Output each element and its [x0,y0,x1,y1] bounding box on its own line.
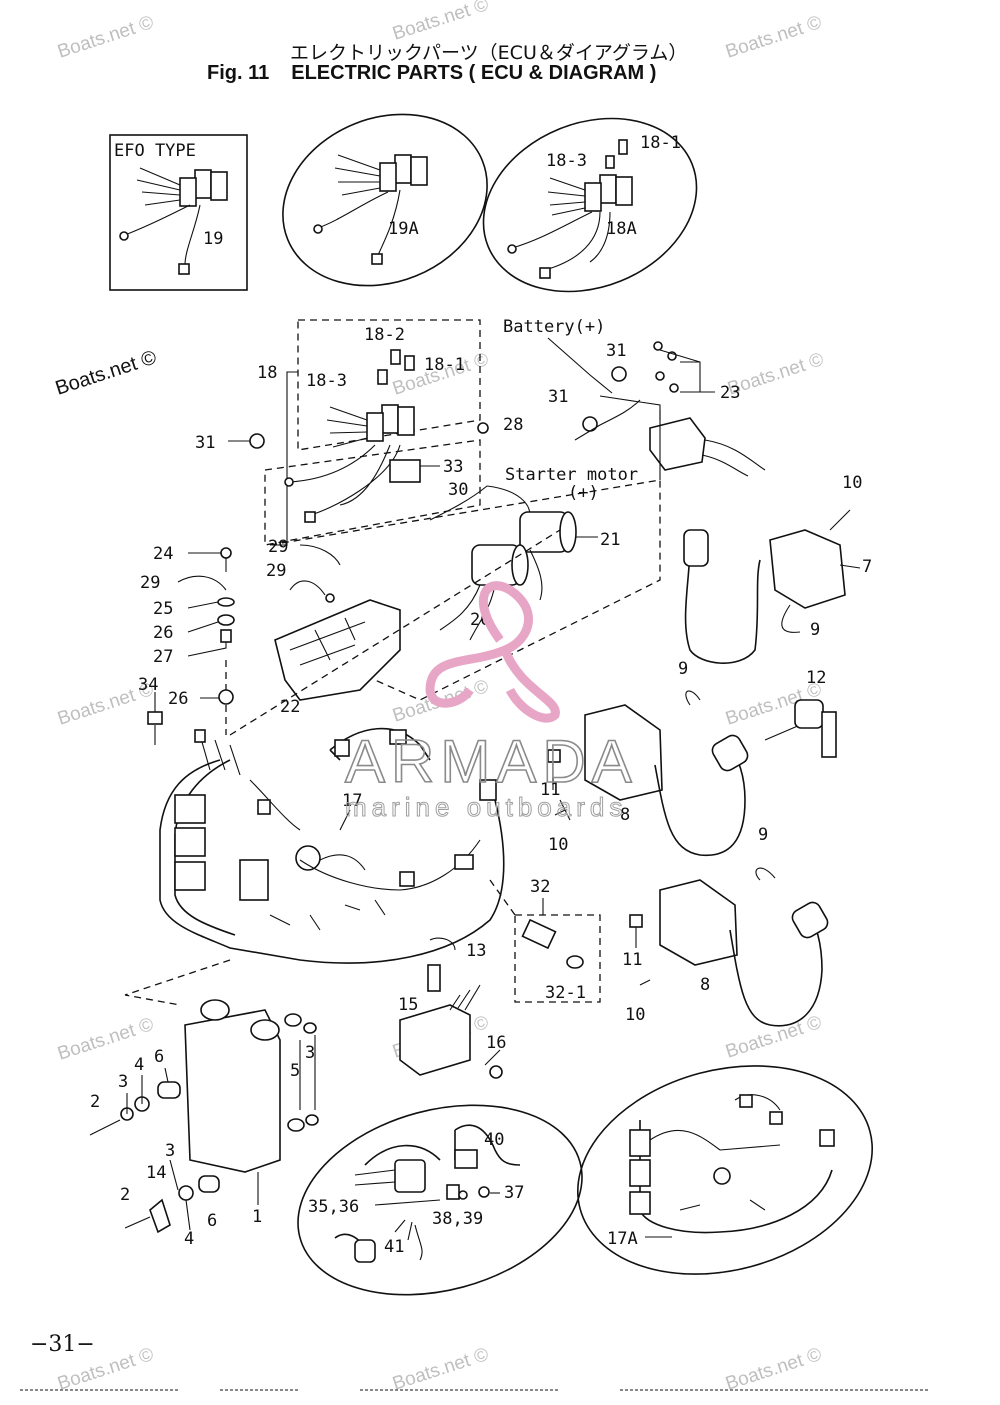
callout-label: 11 [540,780,560,800]
callout-label: 40 [484,1130,504,1150]
callout-label: 10 [625,1005,645,1025]
callout-label: 17A [607,1229,638,1249]
figure-title: Fig. 11 ELECTRIC PARTS ( ECU & DIAGRAM ) [207,62,656,85]
callout-label: 32-1 [545,983,586,1003]
watermark-text: Boats.net © [390,0,491,45]
callout-label: 13 [466,941,486,961]
figure-number: Fig. 11 [207,62,270,84]
watermark-text: Boats.net © [723,1012,824,1063]
watermark-text: Boats.net © [55,12,156,63]
callout-label: 26 [153,623,173,643]
callout-label: 18-3 [546,151,587,171]
callout-label: 9 [678,659,688,679]
callout-label: 16 [486,1033,506,1053]
ecu-1: 1 3 5 3 6 4 3 2 14 2 6 4 3 [89,999,319,1249]
callout-label: 9 [810,620,820,640]
note-starter: Starter motor [505,465,638,485]
callout-label: 31 [548,387,568,407]
callout-label: 4 [134,1055,144,1075]
page-number: −31− [30,1332,95,1357]
oval-harness-17a: 17A [577,1065,873,1275]
callout-label: 25 [153,599,173,619]
callout-label: 15 [398,995,418,1015]
callout-label: 8 [700,975,710,995]
battery-starter-leads: Battery(+) 31 31 Starter motor (+) 23 [269,317,766,701]
callout-label: 3 [118,1072,128,1092]
callout-label: 19 [203,229,223,249]
bracket-22: 22 29 29 24 29 25 26 27 26 [138,537,401,745]
callout-label: 10 [548,835,568,855]
callout-label: 22 [280,697,300,717]
callout-label: 18-1 [640,133,681,153]
callout-label: 3 [305,1043,315,1063]
note-battery: Battery(+) [503,317,605,337]
callout-label: 1 [252,1207,262,1227]
armada-subtitle: marine outboards [345,792,627,822]
starter-relays: 30 21 20 [429,480,620,641]
callout-label: 28 [503,415,523,435]
callout-label: 41 [384,1237,404,1257]
callout-label: 18-3 [306,371,347,391]
callout-label: 27 [153,647,173,667]
callout-label: 31 [606,341,626,361]
callout-label: 14 [146,1163,166,1183]
rectifier-15: 13 15 16 [398,937,506,1079]
callout-label: 29 [268,537,288,557]
ignition-coils: 7 10 9 9 12 11 8 10 9 [540,473,872,1027]
callout-label: 2 [90,1092,100,1112]
callout-label: 18A [606,219,637,239]
title-japanese: エレクトリックパーツ（ECU＆ダイアグラム） [290,42,688,64]
oval-cdi-leads: 40 35,36 38,39 37 41 [297,1104,583,1296]
callout-label: 38,39 [432,1209,483,1229]
armada-logo: ARMADA marine outboards [344,581,638,823]
watermark-text: Boats.net © [390,1344,491,1395]
callout-label: 32 [530,877,550,897]
watermark-text: Boats.net © [723,1344,824,1395]
callout-label: 12 [806,668,826,688]
callout-label: 10 [842,473,862,493]
callout-label: 37 [504,1183,524,1203]
oval-19a: 19A [282,113,488,287]
callout-label: 17 [342,791,362,811]
callout-label: 4 [184,1229,194,1249]
callout-label: 11 [622,950,642,970]
callout-label: 18-1 [424,355,465,375]
armada-brand: ARMADA [345,728,638,795]
sensor-32: 32 32-1 [489,877,601,1003]
watermark-text: Boats.net © [53,346,160,399]
callout-label: 34 [138,675,158,695]
callout-label: 30 [448,480,468,500]
callout-label: 31 [195,433,215,453]
callout-label: 3 [165,1141,175,1161]
callout-label: 33 [443,457,463,477]
watermark-text: Boats.net © [723,12,824,63]
callout-label: 6 [207,1211,217,1231]
callout-label: 29 [140,573,160,593]
wire-harness-17: 17 [124,529,561,1006]
callout-label: 9 [758,825,768,845]
inset-efo-label: EFO TYPE [114,141,196,161]
inset-efo-type: EFO TYPE 19 [109,134,248,291]
callout-label: 7 [862,557,872,577]
oval-18a: 18-3 18-1 18A [482,117,698,293]
relay-assembly-18: 18 18-2 18-3 18-1 33 31 28 [195,319,523,546]
callout-label: 23 [720,383,740,403]
callout-label: 19A [388,219,419,239]
callout-label: 18 [257,363,277,383]
callout-label: 2 [120,1185,130,1205]
callout-label: 18-2 [364,325,405,345]
callout-label: 26 [168,689,188,709]
callout-label: 6 [154,1047,164,1067]
callout-label: 5 [290,1061,300,1081]
figure-title-english: ELECTRIC PARTS ( ECU & DIAGRAM ) [291,62,657,84]
callout-label: 35,36 [308,1197,359,1217]
callout-label: 24 [153,544,173,564]
callout-label: 21 [600,530,620,550]
callout-label: 8 [620,805,630,825]
callout-label: 29 [266,561,286,581]
